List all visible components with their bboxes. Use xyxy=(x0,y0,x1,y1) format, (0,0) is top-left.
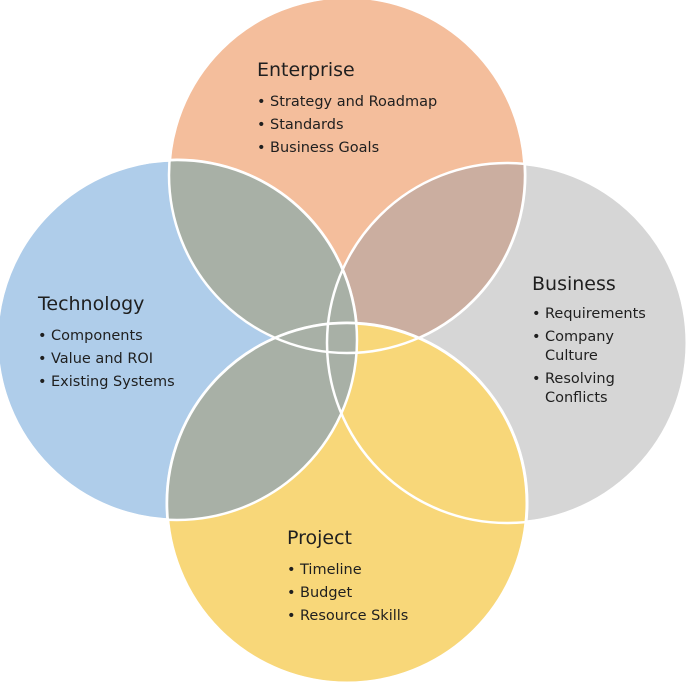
project-title: Project xyxy=(287,527,353,549)
enterprise-list: Strategy and Roadmap Standards Business … xyxy=(257,91,437,160)
enterprise-title: Enterprise xyxy=(257,59,355,81)
business-title: Business xyxy=(532,273,616,295)
project-list: Timeline Budget Resource Skills xyxy=(287,559,408,628)
enterprise-item: Standards xyxy=(257,114,437,137)
technology-outline xyxy=(0,158,359,522)
technology-list: Components Value and ROI Existing System… xyxy=(38,325,175,394)
enterprise-item: Strategy and Roadmap xyxy=(257,91,437,114)
business-item: Requirements xyxy=(532,305,657,325)
enterprise-item: Business Goals xyxy=(257,137,437,160)
technology-title: Technology xyxy=(38,293,145,315)
enterprise-outline xyxy=(167,0,527,355)
technology-item: Value and ROI xyxy=(38,348,175,371)
business-outline xyxy=(325,161,689,525)
project-outline xyxy=(165,321,529,685)
project-item: Budget xyxy=(287,582,408,605)
technology-block: Technology Components Value and ROI Exis… xyxy=(38,292,175,394)
project-block: Project Timeline Budget Resource Skills xyxy=(287,526,408,628)
business-item: Resolving Conflicts xyxy=(532,370,657,409)
enterprise-block: Enterprise Strategy and Roadmap Standard… xyxy=(257,58,437,160)
business-block: Business Requirements Company Culture Re… xyxy=(532,272,657,412)
business-list: Requirements Company Culture Resolving C… xyxy=(532,305,657,409)
project-item: Timeline xyxy=(287,559,408,582)
project-item: Resource Skills xyxy=(287,605,408,628)
technology-item: Components xyxy=(38,325,175,348)
technology-item: Existing Systems xyxy=(38,371,175,394)
business-item: Company Culture xyxy=(532,328,657,367)
